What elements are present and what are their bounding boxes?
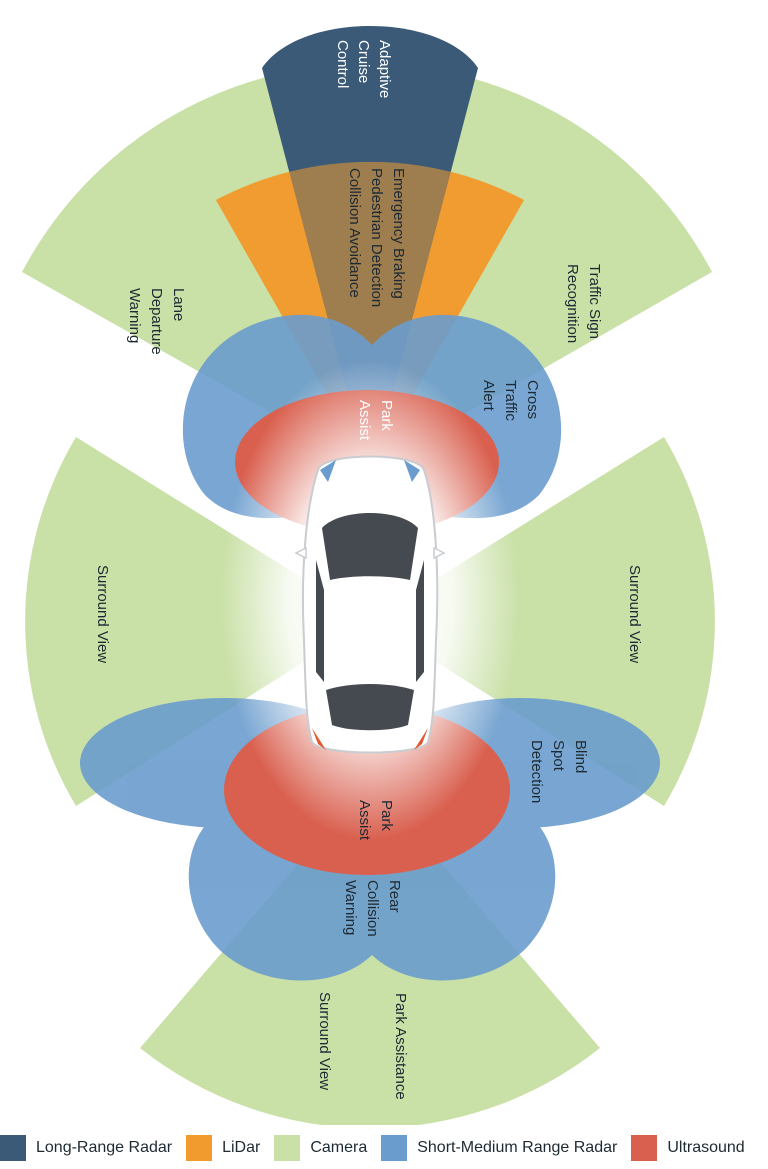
label-assist-rear: Assist: [356, 800, 373, 841]
car-headlight-right: [404, 460, 420, 482]
label-assist-front: Assist: [356, 400, 373, 441]
label-surround-view-left: Surround View: [94, 565, 111, 663]
legend-lidar: LiDar: [186, 1135, 260, 1161]
label-cruise: Cruise: [355, 40, 372, 83]
lidar-overlay: [216, 161, 524, 470]
label-park-assist-front: Park Assist: [356, 400, 395, 441]
label-park-front: Park: [378, 400, 395, 431]
legend-ultrasound: Ultrasound: [631, 1135, 745, 1161]
label-traffic-sign-line1: Traffic Sign: [586, 264, 603, 339]
label-warning: Warning: [126, 288, 143, 343]
label-surround-right: Surround View: [626, 565, 643, 663]
label-surround-rear: Surround View: [316, 992, 333, 1090]
car-taillight-right: [414, 728, 428, 750]
car-rear-window: [326, 684, 414, 731]
legend-label-short-medium-range-radar: Short-Medium Range Radar: [417, 1139, 618, 1156]
legend-label-camera: Camera: [310, 1139, 368, 1156]
label-park-rear: Park: [378, 800, 395, 831]
car-icon: [294, 455, 446, 754]
car-right-windows: [416, 560, 424, 682]
label-cross-traffic: Cross Traffic Alert: [480, 380, 541, 421]
legend-short-medium-range-radar: Short-Medium Range Radar: [381, 1135, 617, 1161]
label-cross: Cross: [524, 380, 541, 419]
adas-sensor-diagram: Adaptive Cruise Control Emergency Brakin…: [22, 26, 715, 1125]
legend: Long-Range Radar LiDar Camera Short-Medi…: [0, 1130, 768, 1166]
camera-zone-right: [370, 437, 715, 806]
label-detection: Detection: [528, 740, 545, 803]
label-departure: Departure: [148, 288, 165, 355]
label-emergency-braking: Emergency Braking: [390, 168, 407, 299]
camera-zone-left: [25, 437, 370, 806]
legend-long-range-radar: Long-Range Radar: [0, 1135, 172, 1161]
label-surround-left: Surround View: [94, 565, 111, 663]
car-windshield: [322, 513, 418, 580]
label-park-assist-rear: Park Assist: [356, 800, 395, 841]
label-rear: Rear: [386, 880, 403, 913]
label-emergency: Emergency Braking Pedestrian Detection C…: [346, 168, 407, 307]
label-traffic-sign-line2: Recognition: [564, 264, 581, 343]
label-rear-collision: Rear Collision Warning: [342, 880, 403, 937]
label-lane: Lane: [170, 288, 187, 321]
label-surround-view-right: Surround View: [626, 565, 643, 663]
label-park-assistance: Park Assistance: [392, 993, 409, 1100]
car-headlight-left: [320, 460, 336, 482]
label-traffic-sign: Traffic Sign Recognition: [564, 264, 603, 343]
legend-label-long-range-radar: Long-Range Radar: [36, 1139, 173, 1156]
swatch-short-medium-range-radar: [381, 1135, 408, 1161]
label-surround-view-rear: Surround View: [316, 992, 333, 1090]
label-adaptive-cruise: Adaptive Cruise Control: [334, 40, 393, 98]
car-left-windows: [316, 560, 324, 682]
label-lane-departure: Lane Departure Warning: [126, 288, 187, 355]
label-collision: Collision: [364, 880, 381, 937]
label-park-assistance-text: Park Assistance: [392, 993, 409, 1100]
label-blind-spot: Blind Spot Detection: [528, 740, 589, 803]
label-adaptive: Adaptive: [376, 40, 393, 98]
label-spot: Spot: [550, 740, 567, 772]
label-pedestrian-detection: Pedestrian Detection: [368, 168, 385, 307]
label-alert: Alert: [480, 380, 497, 412]
swatch-camera: [274, 1135, 301, 1161]
label-control: Control: [334, 40, 351, 88]
car-taillight-left: [312, 728, 326, 750]
legend-label-ultrasound: Ultrasound: [667, 1139, 745, 1156]
swatch-ultrasound: [631, 1135, 658, 1161]
car-mirror-left: [294, 546, 307, 560]
swatch-long-range-radar: [0, 1135, 26, 1161]
label-collision-avoidance: Collision Avoidance: [346, 168, 363, 298]
legend-label-lidar: LiDar: [222, 1139, 261, 1156]
label-warning-rear: Warning: [342, 880, 359, 935]
swatch-lidar: [186, 1135, 213, 1161]
label-traffic: Traffic: [502, 380, 519, 421]
label-blind: Blind: [572, 740, 589, 773]
car-mirror-right: [433, 546, 446, 560]
legend-camera: Camera: [274, 1135, 367, 1161]
